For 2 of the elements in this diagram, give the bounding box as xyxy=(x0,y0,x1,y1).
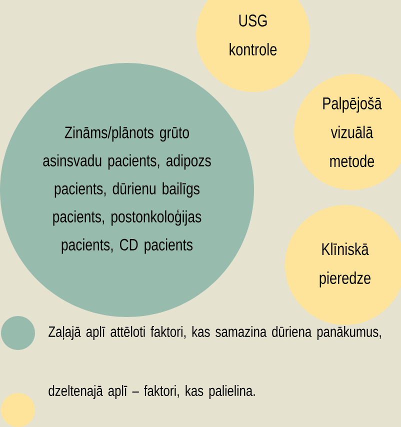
legend-text: Zaļajā aplī attēloti faktori, kas samazina dūriena panākumus, xyxy=(48,326,381,340)
legend-text: dzeltenajā aplī – faktori, kas palielina. xyxy=(48,385,255,399)
